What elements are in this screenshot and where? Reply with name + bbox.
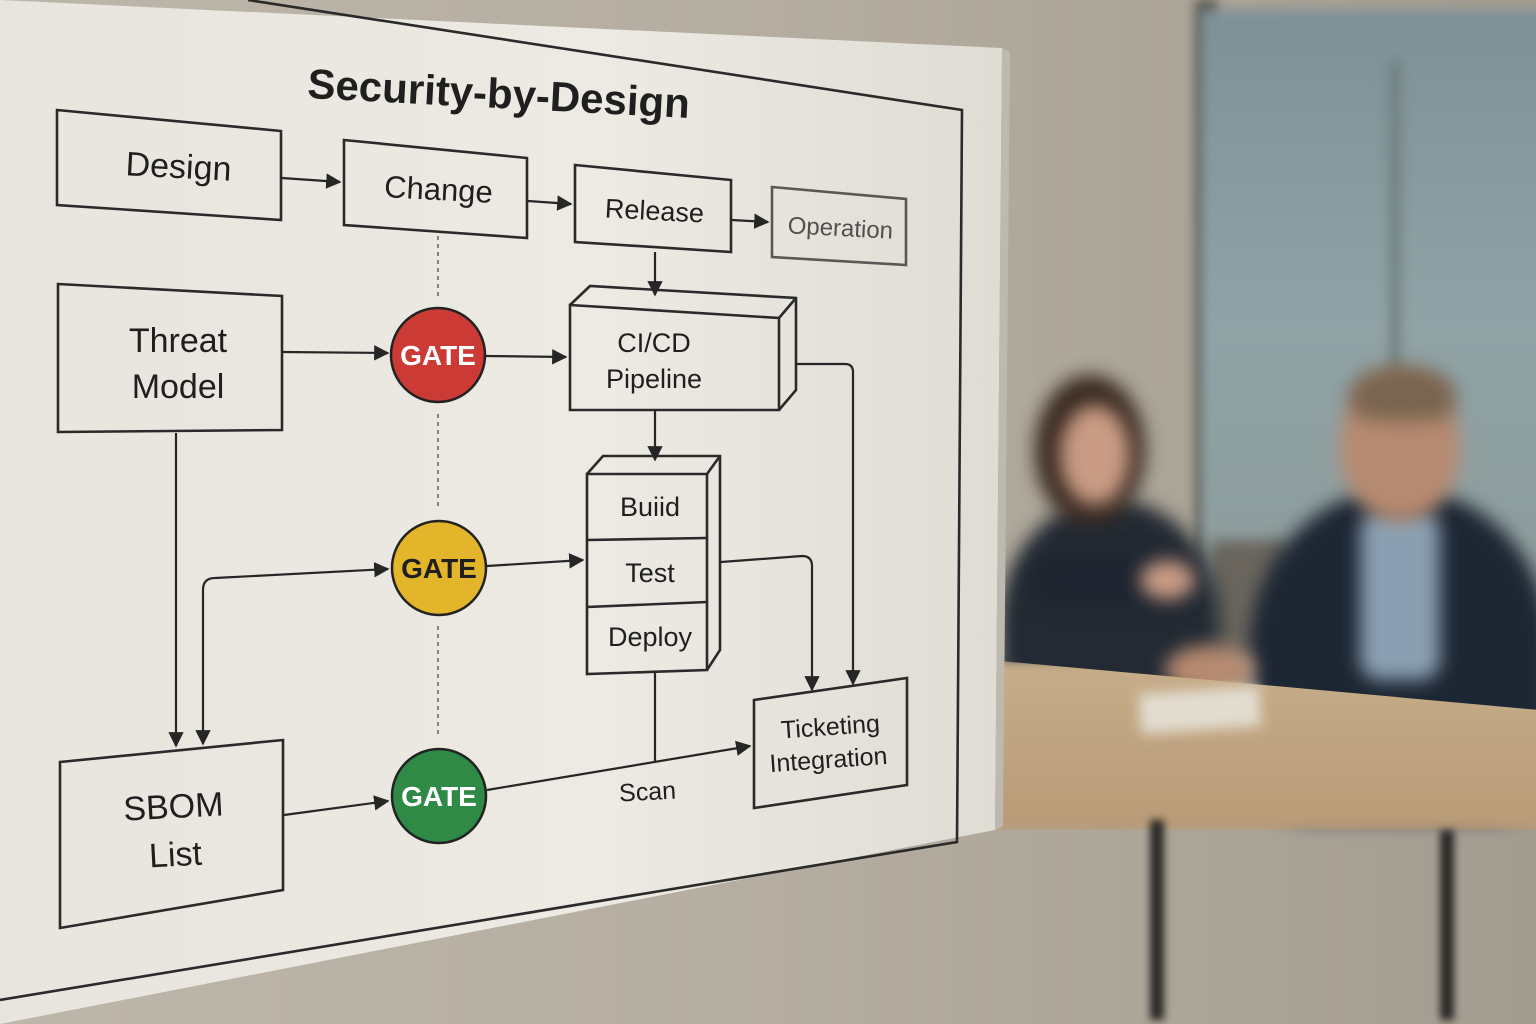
person-right-shirt (1360, 510, 1440, 680)
person-left-hand (1140, 560, 1195, 600)
table-paper (1138, 685, 1262, 735)
person-right-hair (1350, 366, 1455, 421)
table-leg (1150, 820, 1164, 1020)
person-left-face (1060, 405, 1130, 505)
table-leg (1440, 830, 1454, 1020)
